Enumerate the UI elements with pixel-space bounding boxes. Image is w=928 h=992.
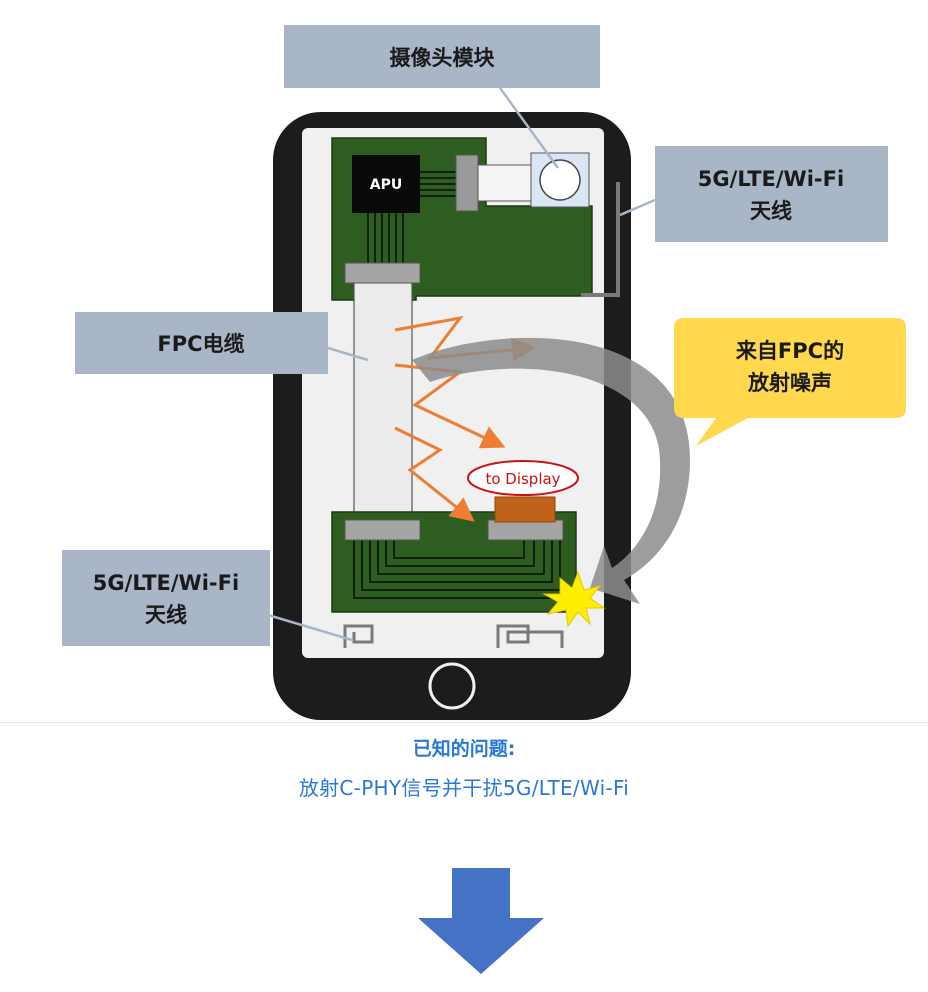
to-display-badge bbox=[467, 460, 579, 496]
spark-icon bbox=[542, 570, 606, 628]
section-divider bbox=[0, 722, 928, 723]
camera-connector bbox=[455, 154, 479, 212]
top-antenna-label-line1: 5G/LTE/Wi-Fi bbox=[698, 167, 844, 191]
bottom-left-antenna bbox=[343, 624, 374, 648]
top-antenna bbox=[581, 182, 620, 297]
fpc-bottom-connector bbox=[344, 519, 421, 541]
noise-callout-line1: 来自FPC的 bbox=[736, 339, 844, 363]
bottom-antenna-label-leader bbox=[267, 613, 353, 642]
camera-flex bbox=[477, 164, 534, 202]
to-display-label: to Display bbox=[485, 470, 560, 488]
fpc-top-connector bbox=[344, 262, 421, 284]
apu-label: APU bbox=[370, 177, 402, 193]
fpc-label-box bbox=[75, 312, 328, 374]
noise-callout-line2: 放射噪声 bbox=[747, 371, 832, 395]
phone-diagram: APU to Display bbox=[62, 25, 906, 720]
caption-text: 放射C-PHY信号并干扰5G/LTE/Wi-Fi bbox=[298, 776, 630, 800]
display-flex bbox=[494, 496, 556, 523]
fpc-label-leader bbox=[327, 346, 369, 362]
top-antenna-label-line2: 天线 bbox=[750, 199, 792, 223]
camera-module-label-box bbox=[284, 25, 600, 88]
camera-lens-icon bbox=[539, 159, 581, 201]
apu-traces bbox=[367, 171, 458, 268]
top-antenna-label-box bbox=[655, 146, 888, 242]
noise-curve-arrow bbox=[412, 337, 690, 604]
home-button-icon bbox=[428, 662, 476, 710]
camera-module-label: 摄像头模块 bbox=[390, 46, 496, 70]
display-connector bbox=[487, 519, 564, 541]
fpc-cable-label: FPC电缆 bbox=[157, 332, 244, 356]
fpc-cable bbox=[353, 277, 413, 525]
bottom-antenna-label-line1: 5G/LTE/Wi-Fi bbox=[93, 571, 239, 595]
bottom-antenna-label-box bbox=[62, 550, 270, 646]
noise-callout-box bbox=[674, 318, 906, 446]
apu-chip bbox=[352, 155, 420, 213]
caption-title: 已知的问题: bbox=[412, 738, 516, 760]
top-antenna-label-leader bbox=[619, 198, 656, 217]
down-arrow-icon bbox=[418, 868, 544, 974]
bottom-right-antenna bbox=[496, 624, 564, 648]
bottom-traces bbox=[353, 540, 568, 599]
bottom-antenna-label-line2: 天线 bbox=[145, 603, 187, 627]
camera-label-leader bbox=[498, 87, 560, 169]
